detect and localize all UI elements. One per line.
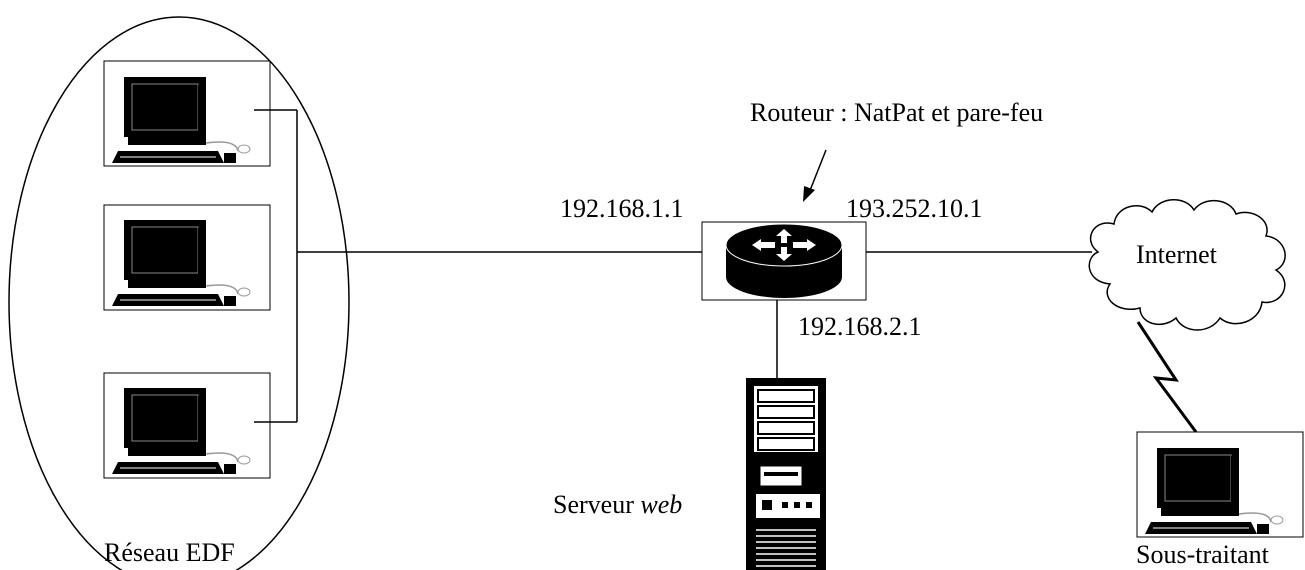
router-pointer-arrow	[803, 149, 827, 202]
ip-dmz-label: 192.168.2.1	[798, 312, 922, 341]
internet-cloud-icon	[1088, 199, 1286, 331]
subcontractor-label: Sous-traitant	[1136, 540, 1269, 569]
network-label: Réseau EDF	[104, 538, 235, 567]
router-label: Routeur : NatPat et pare-feu	[750, 98, 1044, 127]
router-links	[776, 251, 1092, 378]
ip-lan-label: 192.168.1.1	[560, 194, 684, 223]
lan-wiring	[254, 109, 702, 423]
computer-2	[103, 204, 271, 311]
server-tower-icon	[746, 378, 826, 570]
computer-subcontractor	[1136, 431, 1304, 538]
lightning-link-icon	[1136, 321, 1198, 433]
server-label: Serveur web	[553, 492, 682, 518]
lan-ellipse	[8, 16, 350, 570]
server-label-web: web	[640, 490, 683, 519]
server-label-prefix: Serveur	[553, 490, 641, 519]
computer-1	[103, 60, 271, 167]
computer-3	[103, 372, 271, 479]
internet-label: Internet	[1136, 240, 1217, 269]
router-icon	[701, 221, 867, 301]
ip-wan-label: 193.252.10.1	[846, 194, 983, 223]
